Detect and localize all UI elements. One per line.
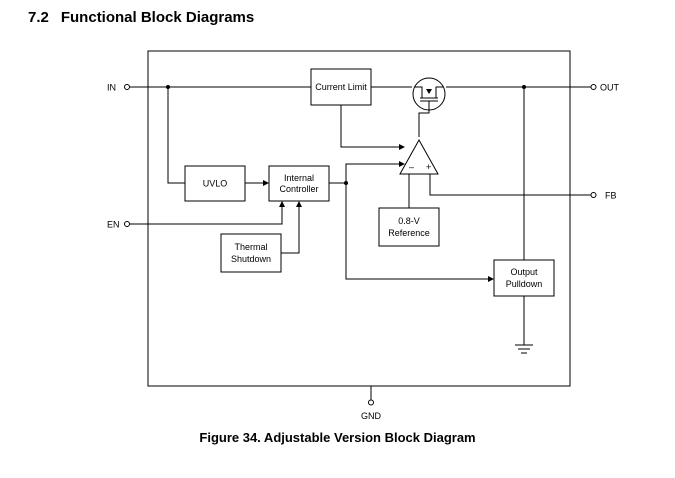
pulldown-label-line1: Output (510, 267, 538, 277)
section-heading: 7.2 Functional Block Diagrams (28, 9, 254, 26)
limit-to-amp-arrowhead (399, 144, 405, 150)
controller-label-line2: Controller (279, 184, 318, 194)
uvlo-label: UVLO (203, 179, 228, 189)
controller-label-line1: Internal (284, 173, 314, 183)
ic-boundary (147, 50, 571, 387)
fb-pin (590, 192, 597, 198)
gnd-pin (368, 399, 374, 406)
controller-to-pulldown-wire (345, 183, 488, 280)
thermal-label-line1: Thermal (234, 242, 267, 252)
en-pin-label: EN (107, 220, 120, 230)
in-to-uvlo-wire (167, 87, 185, 184)
fet-body-arrow (426, 89, 432, 94)
section-title: Functional Block Diagrams (60, 9, 255, 26)
limit-to-amp-wire (340, 105, 404, 148)
controller-to-amp-arrowhead (399, 161, 405, 167)
in-pin (124, 84, 130, 90)
out-pin (590, 84, 597, 90)
amp-to-fet-gate-wire (418, 101, 430, 137)
error-amplifier (399, 138, 439, 175)
output-pulldown-block (493, 259, 555, 297)
thermal-arrowhead (296, 201, 302, 207)
fb-wire (429, 174, 591, 196)
out-pin-label: OUT (600, 83, 620, 93)
thermal-shutdown-block (220, 233, 282, 273)
controller-to-pulldown-arrowhead (488, 276, 494, 282)
en-to-controller-wire (129, 207, 283, 225)
reference-label-line1: 0.8-V (398, 216, 420, 226)
uvlo-to-controller-arrowhead (263, 180, 269, 186)
current-limit-label: Current Limit (315, 82, 367, 92)
en-pin (124, 221, 130, 227)
figure-caption: Figure 34. Adjustable Version Block Diag… (199, 430, 476, 445)
in-pin-label: IN (107, 83, 116, 93)
gnd-pin-label: GND (361, 411, 382, 421)
pulldown-label-line2: Pulldown (506, 279, 543, 289)
amp-plus-label: + (426, 162, 431, 172)
en-arrowhead (279, 201, 285, 207)
reference-label-line2: Reference (388, 228, 430, 238)
amp-minus-label: – (409, 162, 414, 172)
controller-to-amp-wire (345, 163, 404, 183)
thermal-label-line2: Shutdown (231, 254, 271, 264)
section-number: 7.2 (28, 9, 49, 26)
fb-pin-label: FB (605, 191, 617, 201)
thermal-to-controller-wire (281, 207, 300, 254)
fet-drain-source (414, 86, 444, 98)
reference-block (378, 207, 440, 247)
ground-symbol (515, 344, 533, 354)
